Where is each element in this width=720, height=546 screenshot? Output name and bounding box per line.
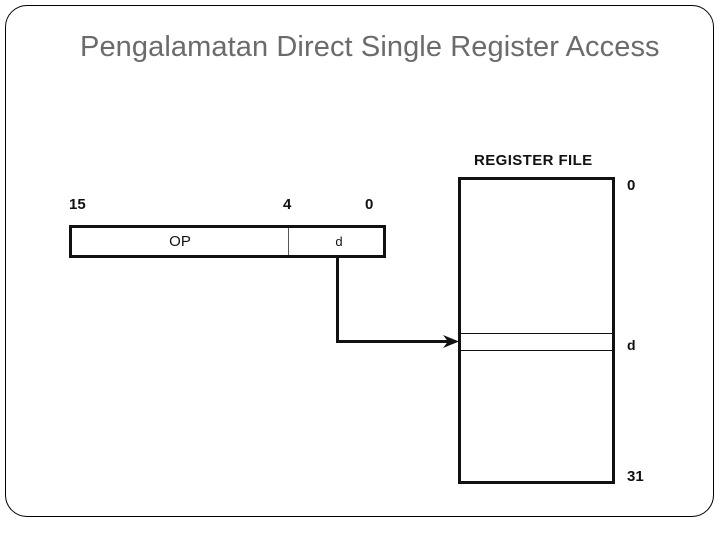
instruction-field-destination: d [335, 234, 343, 249]
register-index-first: 0 [627, 177, 636, 194]
instruction-word-box: OP d [69, 225, 386, 258]
addressing-mode-diagram: 15 4 0 OP d REGISTER FILE 0 d 31 [6, 6, 720, 546]
bit-label-msb: 15 [69, 196, 86, 213]
connector-horizontal-segment [336, 340, 454, 343]
instruction-field-divider [288, 228, 289, 255]
register-row-selected [461, 333, 612, 351]
page-title: Pengalamatan Direct Single Register Acce… [80, 31, 660, 63]
register-index-selected: d [627, 337, 636, 353]
instruction-field-opcode: OP [169, 233, 191, 250]
bit-label-field-boundary: 4 [283, 196, 292, 213]
register-file-box [458, 177, 615, 484]
bit-label-lsb: 0 [365, 196, 374, 213]
register-file-title: REGISTER FILE [474, 152, 593, 169]
slide-frame: Pengalamatan Direct Single Register Acce… [5, 5, 714, 517]
connector-arrowhead-icon [443, 335, 459, 348]
connector-vertical-segment [336, 256, 339, 343]
register-index-last: 31 [627, 468, 644, 485]
